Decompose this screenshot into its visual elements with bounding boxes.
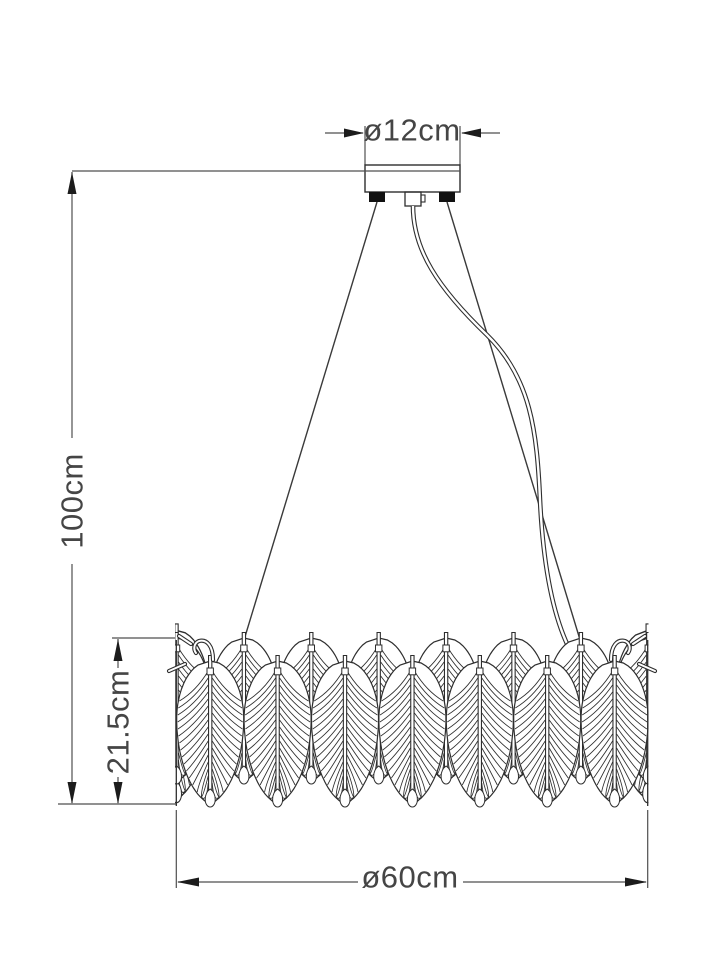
dimension-shade-height: 21.5cm <box>101 637 183 804</box>
chandelier-leaf-front <box>514 655 581 807</box>
chandelier-leaf-front <box>446 655 513 807</box>
arrow-left-icon <box>461 128 481 138</box>
power-cable <box>410 205 571 647</box>
frame-hooks-left <box>166 633 216 674</box>
cable-connector <box>404 191 422 207</box>
cable-grip-right <box>439 192 455 202</box>
suspension-wire-left <box>243 201 378 641</box>
arrow-left-icon <box>177 877 199 887</box>
arrow-down-icon <box>113 782 123 804</box>
chandelier-body <box>143 623 682 807</box>
ceiling-canopy <box>364 164 461 207</box>
dimension-overall-height: 100cm <box>55 170 460 805</box>
arrow-right-icon <box>625 877 647 887</box>
dimension-canopy-diameter: ø12cm <box>325 113 500 165</box>
arrow-up-icon <box>113 639 123 661</box>
chandelier-leaf-front <box>312 655 379 807</box>
arrow-right-icon <box>344 128 364 138</box>
label-canopy-diameter: ø12cm <box>363 113 460 148</box>
chandelier-leaf-front <box>244 655 311 807</box>
power-cable-highlight <box>411 205 570 647</box>
frame-hooks-right <box>608 633 658 674</box>
label-shade-height: 21.5cm <box>101 670 136 775</box>
label-shade-diameter: ø60cm <box>361 860 458 895</box>
cable-connector-nub <box>420 194 426 203</box>
suspension-wire-right <box>446 201 582 644</box>
cable-grip-left <box>369 192 385 202</box>
arrow-up-icon <box>67 172 77 194</box>
arrow-down-icon <box>67 782 77 804</box>
dimension-shade-diameter: ø60cm <box>175 810 649 895</box>
chandelier-leaves <box>143 623 682 807</box>
label-overall-height: 100cm <box>55 453 90 549</box>
chandelier-leaf-front <box>379 655 446 807</box>
suspension-wires <box>243 201 582 647</box>
